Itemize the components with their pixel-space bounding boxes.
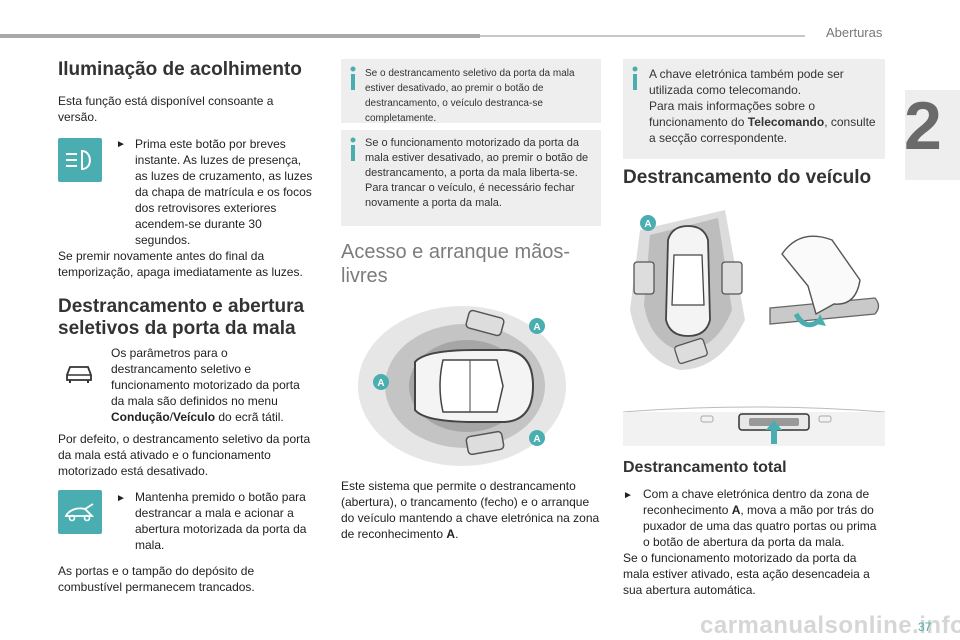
- hands-free-description: Este sistema que permite o destrancament…: [341, 479, 600, 541]
- heading-vehicle-unlocking: Destrancamento do veículo: [623, 167, 872, 188]
- info-icon: [350, 137, 356, 161]
- car-settings-icon: [62, 358, 96, 388]
- bullet-lights-text: Prima este botão por breves instante. As…: [135, 137, 313, 247]
- info-motorized-text: Se o funcionamento motorizado da porta d…: [365, 137, 589, 209]
- after-lights-text: Se premir novamente antes do final da te…: [58, 249, 303, 279]
- after-total-unlock-text: Se o funcionamento motorizado da porta d…: [623, 551, 870, 597]
- footer-watermark: carmanualsonline.info: [700, 612, 960, 639]
- intro-text: Esta função está disponível consoante a …: [58, 94, 274, 124]
- heading-selective-unlock: Destrancamento e abertura seletivos da p…: [58, 296, 305, 339]
- tailgate-button-illustration: [623, 406, 885, 446]
- section-title: Aberturas: [826, 25, 883, 40]
- parameters-text: Os parâmetros para o destrancamento sele…: [111, 346, 300, 424]
- header-rule: [0, 34, 480, 38]
- info-selective-text: Se o destrancamento seletivo da porta da…: [365, 68, 575, 124]
- vehicle-unlock-illustration: A: [630, 210, 880, 370]
- heading-total-unlocking: Destrancamento total: [623, 459, 787, 476]
- arrow-bullet-icon: ►: [116, 139, 126, 150]
- bullet-tailgate-text: Mantenha premido o botão para destrancar…: [135, 490, 307, 552]
- zone-label-a: A: [377, 378, 384, 389]
- closing-text: As portas e o tampão do depósito de comb…: [58, 564, 255, 594]
- chapter-tab: [905, 90, 960, 180]
- heading-hands-free: Acesso e arranque mãos-livres: [341, 241, 571, 287]
- zone-label-a: A: [644, 219, 651, 230]
- chapter-number: 2: [904, 88, 942, 164]
- zone-label-a: A: [533, 322, 540, 333]
- info-box-motorized: Se o funcionamento motorizado da porta d…: [341, 130, 601, 226]
- header-rule-thin: [480, 35, 805, 37]
- info-icon: [632, 66, 638, 90]
- info-icon: [350, 66, 356, 90]
- arrow-bullet-icon: ►: [623, 490, 633, 501]
- page-number: 37: [918, 620, 932, 634]
- info-box-selective: Se o destrancamento seletivo da porta da…: [341, 59, 601, 124]
- hands-free-zone-illustration: A A A: [358, 306, 566, 466]
- info-remote-text: A chave eletrónica também pode ser utili…: [649, 67, 876, 145]
- arrow-bullet-icon: ►: [116, 493, 126, 504]
- info-box-remote: A chave eletrónica também pode ser utili…: [623, 59, 885, 159]
- bullet-total-unlock-text: Com a chave eletrónica dentro da zona de…: [643, 487, 877, 549]
- default-settings-text: Por defeito, o destrancamento seletivo d…: [58, 432, 311, 478]
- zone-label-a: A: [533, 434, 540, 445]
- tailgate-button-icon: [58, 490, 102, 534]
- heading-welcome-lighting: Iluminação de acolhimento: [58, 59, 302, 80]
- headlamp-button-icon: [58, 138, 102, 182]
